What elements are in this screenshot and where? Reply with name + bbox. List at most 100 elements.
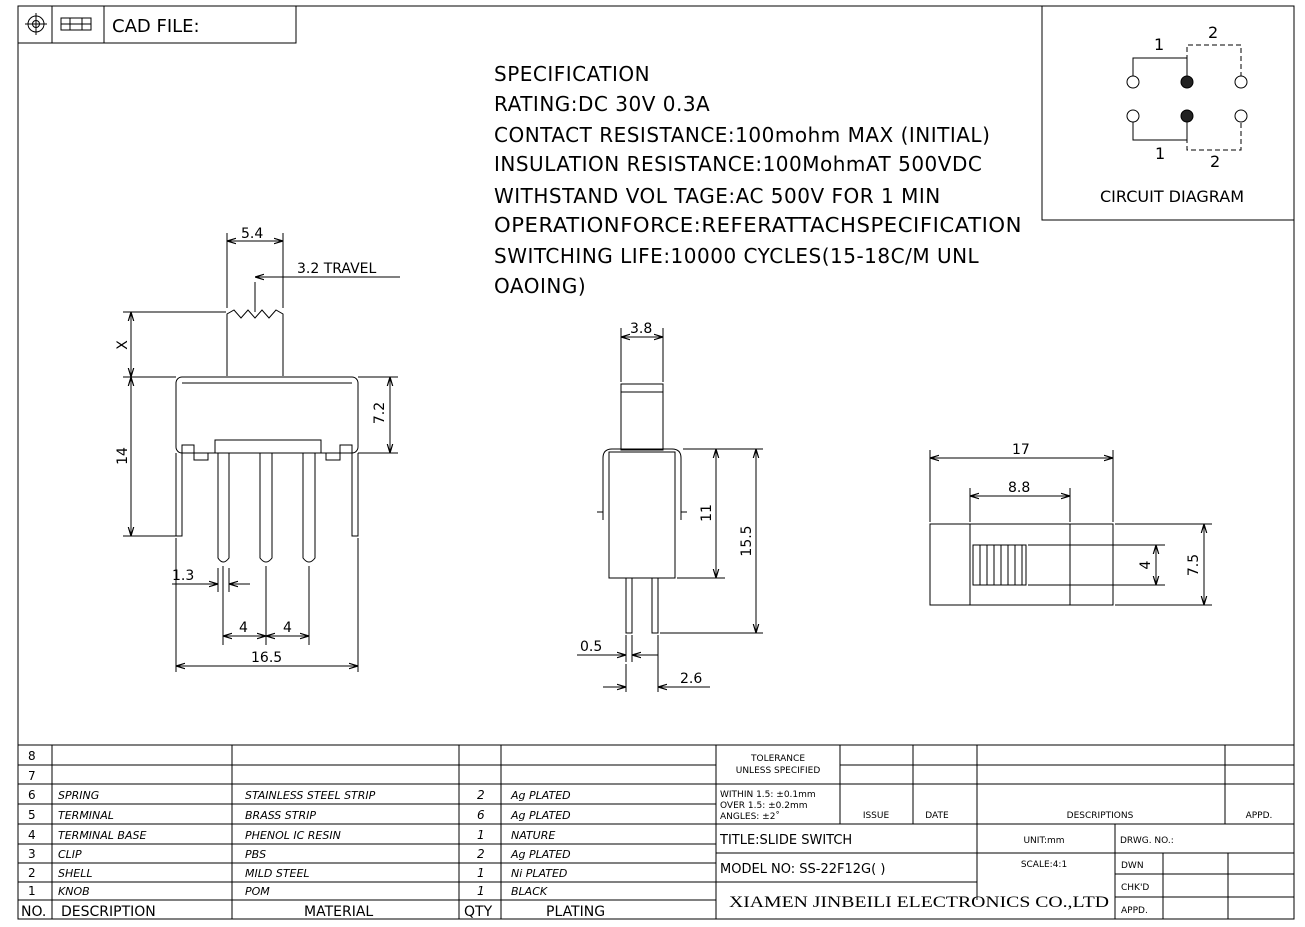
row-description: SHELL: [58, 867, 92, 880]
dim-knob-thickness: 3.8: [630, 321, 652, 337]
row-material: PHENOL IC RESIN: [245, 829, 341, 842]
top-view-dimensions: [930, 450, 1212, 605]
circuit-diagram-box: [1042, 6, 1294, 220]
row-no: 7: [28, 769, 36, 783]
table-row: 8: [28, 749, 36, 763]
front-view-dimensions: [577, 328, 763, 692]
dim-front-total: 15.5: [739, 525, 755, 556]
row-description: TERMINAL: [58, 809, 114, 822]
projection-symbol-icon: [61, 18, 91, 30]
unit-label: UNIT:mm: [1023, 836, 1064, 846]
dim-pitch-b: 4: [283, 620, 292, 636]
table-row: 6 SPRING STAINLESS STEEL STRIP 2 Ag PLAT…: [28, 788, 571, 802]
tolerance-angles: ANGLES: ±2˚: [720, 811, 780, 822]
dim-knob-width-top: 4: [1138, 560, 1154, 569]
header-plating: PLATING: [546, 904, 605, 920]
spec-switching-life-cont: OAOING): [494, 274, 586, 298]
tolerance-label: TOLERANCE: [750, 754, 805, 764]
dwn-label: DWN: [1121, 861, 1144, 871]
circuit-label-top-1: 1: [1154, 35, 1164, 54]
circuit-diagram: [1127, 45, 1247, 150]
bom-header-row: NO. DESCRIPTION MATERIAL QTY PLATING: [21, 904, 605, 920]
spec-operation-force: OPERATIONFORCE:REFERATTACHSPECIFICATION: [494, 213, 1022, 237]
row-material: BRASS STRIP: [245, 809, 316, 822]
table-row: 7: [28, 769, 36, 783]
row-description: KNOB: [58, 885, 90, 898]
knob-outline: [973, 545, 1026, 585]
circuit-diagram-caption: CIRCUIT DIAGRAM: [1100, 187, 1244, 206]
circuit-label-top-2: 2: [1208, 23, 1218, 42]
spec-insulation-resistance: INSULATION RESISTANCE:100MohmAT 500VDC: [494, 152, 982, 176]
row-no: 3: [28, 847, 36, 861]
table-row: 5 TERMINAL BRASS STRIP 6 Ag PLATED: [28, 808, 571, 822]
dim-pin-thickness: 0.5: [580, 639, 602, 655]
table-row: 4 TERMINAL BASE PHENOL IC RESIN 1 NATURE: [28, 828, 555, 842]
header-material: MATERIAL: [304, 904, 373, 920]
bom-table-grid: [18, 745, 1294, 919]
front-view-labels: 3.8 11 15.5 0.5 2.6: [580, 321, 755, 687]
tolerance-sub-label: UNLESS SPECIFIED: [736, 766, 821, 776]
row-qty: 6: [477, 808, 485, 822]
front-view-drawing: [597, 384, 687, 633]
tolerance-over: OVER 1.5: ±0.2mm: [720, 801, 807, 811]
spec-title: SPECIFICATION: [494, 62, 650, 86]
dim-x: X: [115, 340, 131, 350]
dim-body-length: 17: [1012, 442, 1030, 458]
top-view-drawing: [930, 524, 1113, 605]
row-description: TERMINAL BASE: [58, 829, 146, 842]
dim-travel: 3.2 TRAVEL: [297, 261, 377, 277]
row-material: MILD STEEL: [245, 867, 310, 880]
bom-table: 8 7 6 SPRING STAINLESS STEEL STRIP 2 Ag …: [21, 749, 605, 920]
header-description: DESCRIPTION: [61, 904, 156, 920]
row-material: POM: [245, 885, 270, 898]
row-qty: 2: [477, 847, 485, 861]
row-plating: Ag PLATED: [510, 789, 571, 802]
appd2-label: APPD.: [1121, 906, 1148, 916]
row-qty: 2: [477, 788, 485, 802]
spec-switching-life: SWITCHING LIFE:10000 CYCLES(15-18C/M UNL: [494, 244, 980, 268]
cad-file-box: [18, 6, 296, 43]
drawing-number-label: DRWG. NO.:: [1120, 836, 1174, 846]
dim-body-width: 7.5: [1186, 554, 1202, 576]
row-material: PBS: [245, 848, 266, 861]
side-view-dimensions: [123, 233, 400, 672]
appd-label: APPD.: [1246, 811, 1273, 821]
row-qty: 1: [477, 884, 485, 898]
header-no: NO.: [21, 904, 46, 920]
row-material: STAINLESS STEEL STRIP: [245, 789, 376, 802]
dim-knob-width: 5.4: [241, 226, 263, 242]
circuit-label-bottom-2: 2: [1210, 152, 1220, 171]
cad-file-label: CAD FILE:: [112, 16, 200, 37]
circuit-labels: 1 2 1 2 CIRCUIT DIAGRAM: [1100, 23, 1244, 206]
drawing-title: TITLE:SLIDE SWITCH: [719, 833, 852, 848]
row-plating: Ag PLATED: [510, 848, 571, 861]
row-plating: NATURE: [511, 829, 555, 842]
specification-block: SPECIFICATION RATING:DC 30V 0.3A CONTACT…: [494, 62, 1022, 298]
row-no: 8: [28, 749, 36, 763]
row-plating: BLACK: [511, 885, 548, 898]
target-symbol-icon: [25, 13, 47, 35]
spec-contact-resistance: CONTACT RESISTANCE:100mohm MAX (INITIAL): [494, 123, 990, 147]
row-no: 2: [28, 866, 36, 880]
row-plating: Ni PLATED: [511, 867, 567, 880]
row-qty: 1: [477, 828, 485, 842]
row-qty: 1: [477, 866, 485, 880]
dim-slot-length: 8.8: [1008, 480, 1030, 496]
model-number: MODEL NO: SS-22F12G( ): [720, 862, 885, 877]
sheet-border: [18, 6, 1294, 919]
row-no: 4: [28, 828, 36, 842]
dim-height: 14: [115, 447, 131, 465]
dim-pin-span: 2.6: [680, 671, 702, 687]
row-no: 5: [28, 808, 36, 822]
dim-total-width: 16.5: [251, 650, 282, 666]
row-description: CLIP: [58, 848, 82, 861]
spec-withstand-voltage: WITHSTAND VOL TAGE:AC 500V FOR 1 MIN: [494, 184, 941, 208]
title-block: TOLERANCE UNLESS SPECIFIED WITHIN 1.5: ±…: [719, 754, 1272, 916]
side-view-labels: 5.4 3.2 TRAVEL X 14 7.2 1.3 4 4 16.5: [115, 226, 388, 666]
title-block-grid: [716, 745, 1294, 919]
dim-pitch-a: 4: [239, 620, 248, 636]
scale-label: SCALE:4:1: [1021, 860, 1067, 870]
row-plating: Ag PLATED: [510, 809, 571, 822]
dim-body-depth: 11: [699, 504, 715, 522]
